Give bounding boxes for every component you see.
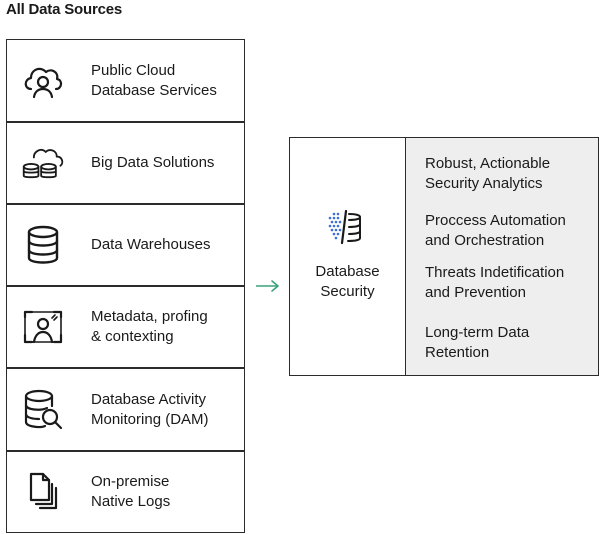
- source-label: Public Cloud Database Services: [91, 61, 217, 99]
- capability-item: Threats Indetification and Prevention: [425, 264, 565, 301]
- database-icon: [21, 223, 65, 267]
- capability-item: Robust, Actionable Security Analytics: [425, 155, 551, 192]
- source-label: Data Warehouses: [91, 236, 211, 253]
- source-public-cloud: Public Cloud Database Services: [6, 39, 245, 122]
- source-big-data: Big Data Solutions: [6, 122, 245, 204]
- source-label: Metadata, profing & contexting: [91, 308, 208, 345]
- database-security-block: Database Security: [290, 138, 405, 375]
- source-label: Database Activity Monitoring (DAM): [91, 390, 209, 428]
- capability-item: Proccess Automation and Orchestration: [425, 212, 566, 249]
- source-native-logs: On-premise Native Logs: [6, 451, 245, 533]
- capability-item: Long-term Data Retention: [425, 324, 530, 361]
- source-label: On-premise Native Logs: [91, 473, 171, 510]
- documents-icon: [21, 470, 65, 514]
- flow-arrow-icon: [256, 280, 279, 292]
- database-security-label: Database Security: [315, 263, 380, 300]
- profile-frame-icon: [21, 305, 65, 349]
- cloud-databases-icon: [21, 141, 65, 185]
- database-security-panel: Database Security Robust, Actionable Sec…: [289, 137, 599, 376]
- capabilities-panel: Robust, Actionable Security Analytics Pr…: [405, 138, 598, 375]
- cloud-user-icon: [21, 59, 65, 103]
- database-search-icon: [21, 388, 65, 432]
- source-dam: Database Activity Monitoring (DAM): [6, 368, 245, 451]
- database-security-icon: [328, 209, 361, 245]
- source-metadata: Metadata, profing & contexting: [6, 286, 245, 368]
- page-title: All Data Sources: [6, 1, 123, 18]
- source-data-warehouses: Data Warehouses: [6, 204, 245, 286]
- source-label: Big Data Solutions: [91, 154, 215, 171]
